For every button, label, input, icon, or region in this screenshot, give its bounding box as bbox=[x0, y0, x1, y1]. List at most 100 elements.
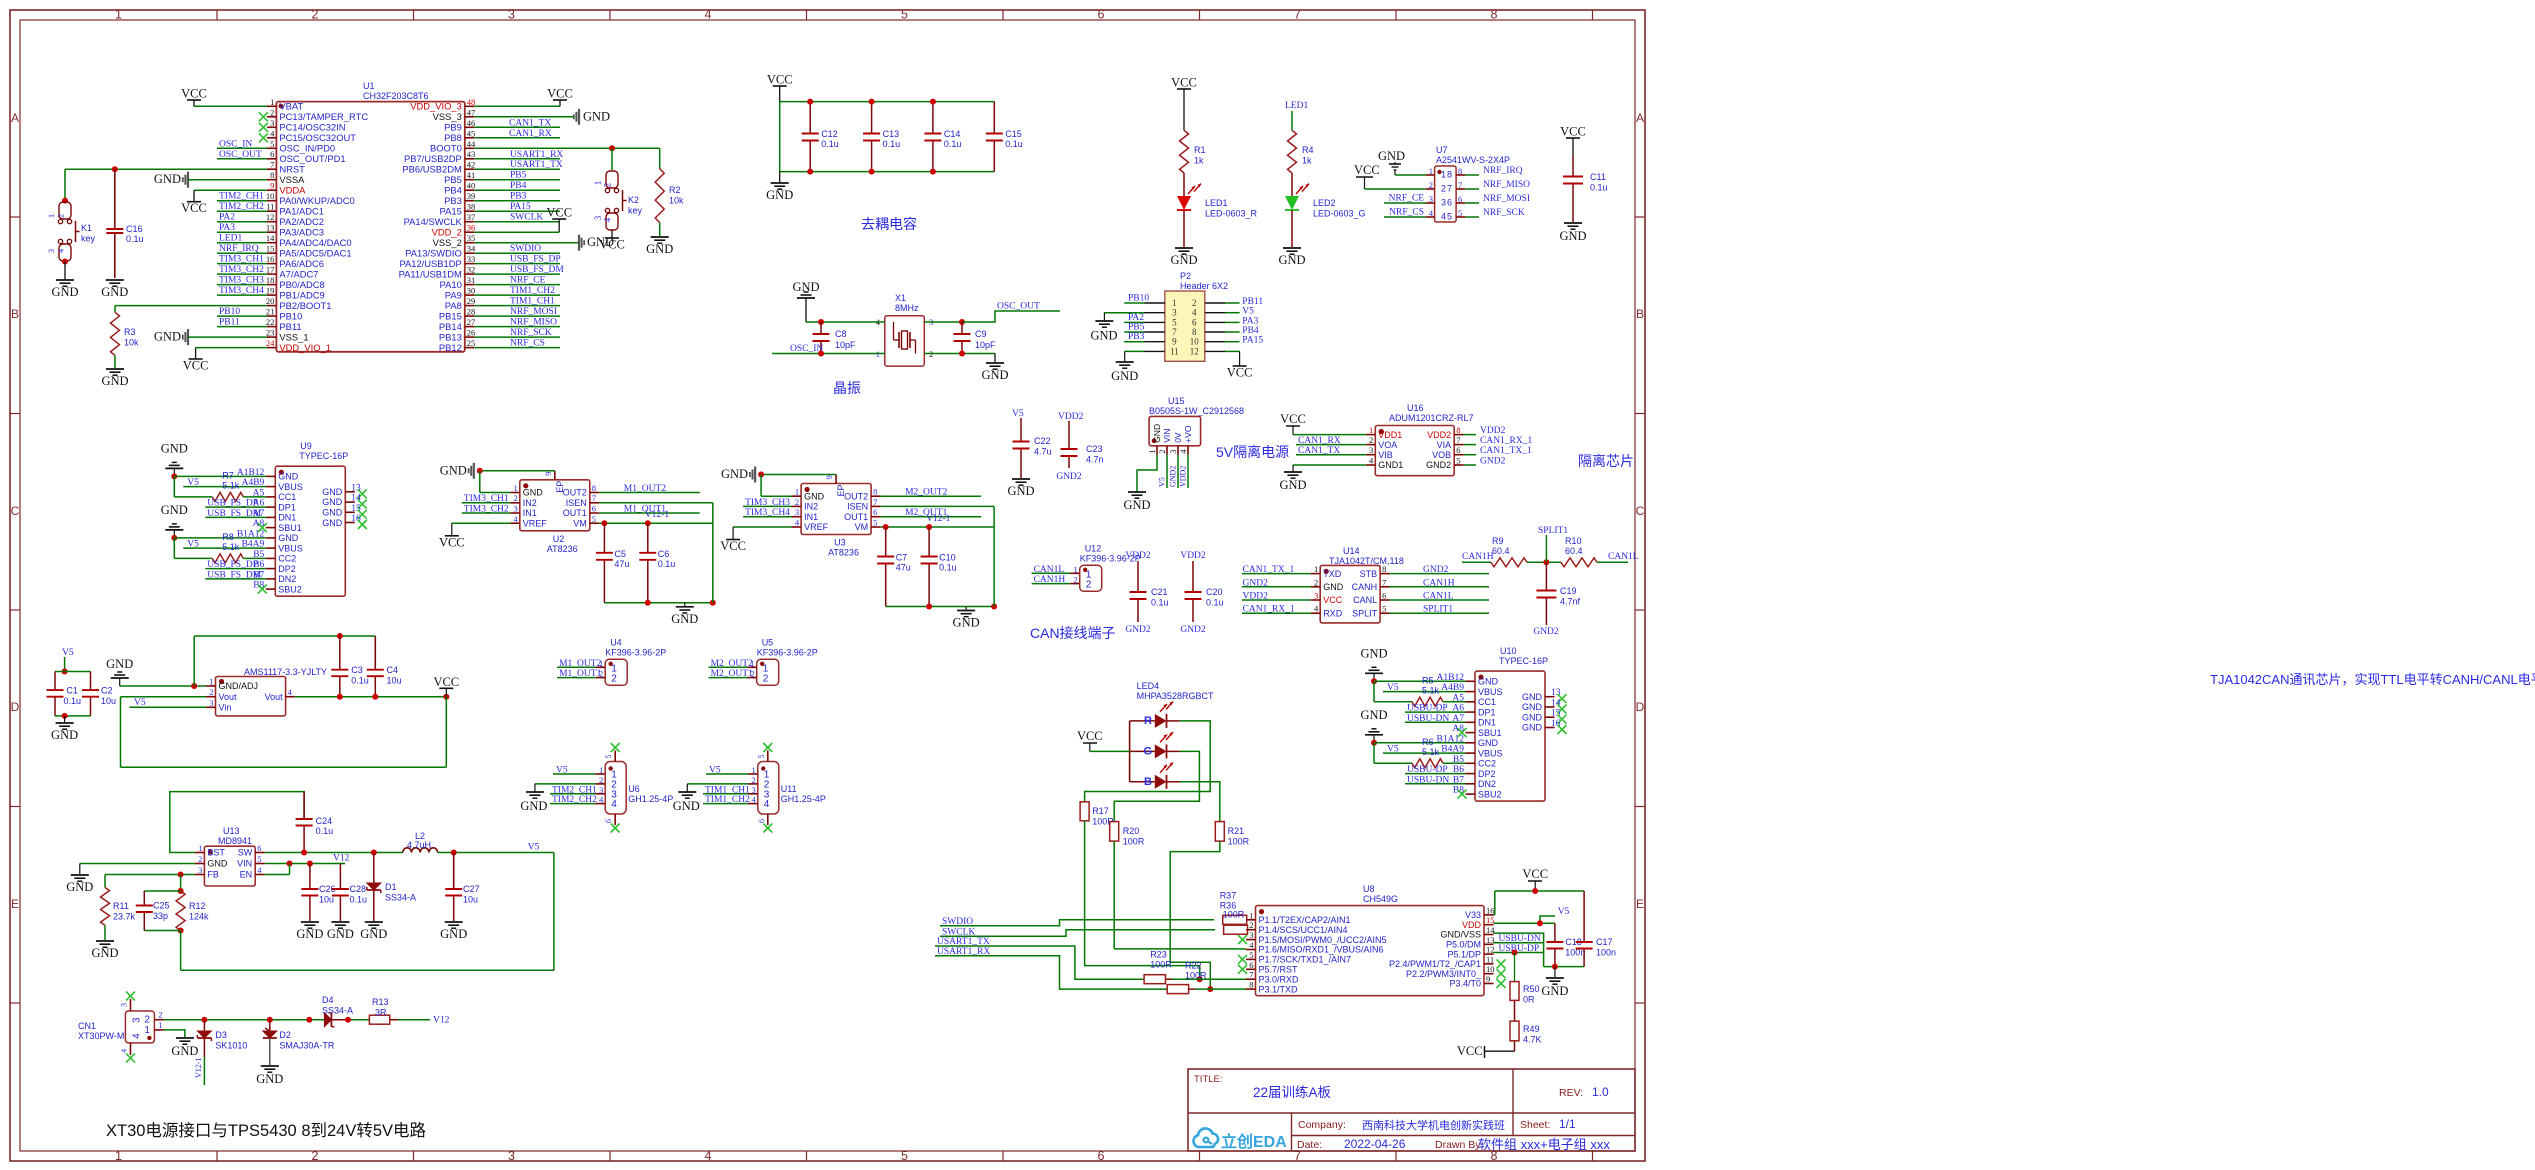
svg-text:4: 4 bbox=[764, 799, 770, 810]
svg-text:A: A bbox=[1636, 111, 1644, 125]
svg-text:1: 1 bbox=[115, 1149, 122, 1163]
svg-text:13: 13 bbox=[266, 223, 275, 233]
svg-text:12: 12 bbox=[1190, 346, 1199, 356]
svg-text:VDDA: VDDA bbox=[279, 184, 306, 195]
svg-text:R20: R20 bbox=[1123, 826, 1140, 836]
svg-text:1.0: 1.0 bbox=[1592, 1085, 1609, 1099]
svg-text:1: 1 bbox=[270, 97, 274, 107]
svg-text:B4A9: B4A9 bbox=[242, 540, 265, 550]
svg-text:PA6/ADC6: PA6/ADC6 bbox=[279, 258, 324, 269]
svg-text:0.1u: 0.1u bbox=[316, 826, 334, 836]
svg-text:L2: L2 bbox=[415, 831, 425, 841]
svg-text:E: E bbox=[11, 897, 19, 911]
svg-text:GND: GND bbox=[106, 657, 133, 671]
svg-text:1: 1 bbox=[795, 487, 799, 497]
svg-text:1: 1 bbox=[752, 765, 756, 775]
svg-text:VCC: VCC bbox=[1077, 729, 1103, 743]
svg-text:39: 39 bbox=[467, 191, 476, 201]
svg-text:GND: GND bbox=[101, 374, 128, 388]
svg-text:USBU-DN: USBU-DN bbox=[1407, 775, 1449, 785]
svg-text:1: 1 bbox=[1429, 166, 1433, 176]
svg-text:PB2/BOOT1: PB2/BOOT1 bbox=[279, 300, 331, 311]
svg-text:NRF_IRQ: NRF_IRQ bbox=[219, 244, 259, 254]
svg-text:R2: R2 bbox=[669, 185, 681, 195]
svg-text:10: 10 bbox=[1486, 964, 1495, 974]
svg-text:1: 1 bbox=[1086, 569, 1092, 580]
svg-text:GH1.25-4P: GH1.25-4P bbox=[781, 794, 826, 804]
svg-text:PB0/ADC8: PB0/ADC8 bbox=[279, 279, 324, 290]
svg-text:9: 9 bbox=[543, 472, 553, 476]
svg-text:PA12/USB1DP: PA12/USB1DP bbox=[399, 258, 461, 269]
svg-text:4: 4 bbox=[1429, 208, 1434, 218]
svg-text:VCC: VCC bbox=[547, 87, 573, 101]
svg-text:C26: C26 bbox=[319, 884, 336, 894]
svg-text:A7: A7 bbox=[1452, 714, 1464, 724]
svg-text:USBU-DP: USBU-DP bbox=[1499, 944, 1540, 954]
svg-text:GND: GND bbox=[1007, 484, 1034, 498]
svg-text:100R: 100R bbox=[1092, 817, 1114, 827]
svg-text:TJA1042T/CM,118: TJA1042T/CM,118 bbox=[1329, 556, 1404, 566]
svg-text:8: 8 bbox=[873, 487, 877, 497]
svg-text:M1_OUT2: M1_OUT2 bbox=[624, 484, 666, 494]
svg-text:+VO: +VO bbox=[1183, 425, 1193, 443]
svg-text:2: 2 bbox=[763, 674, 769, 685]
svg-text:27: 27 bbox=[467, 317, 476, 327]
svg-text:GND/ADJ: GND/ADJ bbox=[219, 681, 259, 691]
svg-text:CAN1H: CAN1H bbox=[1034, 575, 1066, 585]
svg-text:48: 48 bbox=[467, 97, 476, 107]
svg-text:R5: R5 bbox=[1422, 675, 1434, 685]
svg-text:TIM2_CH2: TIM2_CH2 bbox=[219, 202, 264, 212]
svg-text:R50: R50 bbox=[1523, 984, 1540, 994]
svg-text:PA2/ADC2: PA2/ADC2 bbox=[279, 216, 324, 227]
svg-text:5.1k: 5.1k bbox=[1422, 747, 1440, 757]
svg-text:14: 14 bbox=[351, 494, 361, 504]
svg-text:2: 2 bbox=[599, 669, 603, 679]
svg-text:PA3/ADC3: PA3/ADC3 bbox=[279, 226, 324, 237]
svg-text:U2: U2 bbox=[553, 534, 565, 544]
svg-text:0.1u: 0.1u bbox=[126, 234, 144, 244]
svg-text:3: 3 bbox=[132, 1017, 143, 1023]
svg-text:2: 2 bbox=[1369, 435, 1373, 445]
svg-text:U9: U9 bbox=[300, 441, 312, 451]
svg-text:VCC: VCC bbox=[181, 201, 207, 215]
svg-text:5: 5 bbox=[1456, 456, 1460, 466]
svg-text:Vin: Vin bbox=[219, 703, 232, 713]
svg-text:GND: GND bbox=[91, 946, 118, 960]
svg-text:U16: U16 bbox=[1407, 403, 1424, 413]
svg-text:USART1_TX: USART1_TX bbox=[937, 937, 990, 947]
svg-text:PA2: PA2 bbox=[1128, 313, 1144, 323]
svg-text:DN1: DN1 bbox=[1478, 718, 1496, 728]
svg-text:1: 1 bbox=[1369, 425, 1373, 435]
svg-text:2: 2 bbox=[1429, 180, 1433, 190]
svg-text:USBU-DN: USBU-DN bbox=[1499, 934, 1541, 944]
svg-text:LED-0603_G: LED-0603_G bbox=[1313, 209, 1366, 219]
svg-text:0.1u: 0.1u bbox=[658, 559, 676, 569]
svg-text:4: 4 bbox=[752, 795, 757, 805]
svg-text:TITLE:: TITLE: bbox=[1194, 1074, 1223, 1085]
svg-text:OSC_OUT: OSC_OUT bbox=[219, 150, 262, 160]
svg-text:R13: R13 bbox=[372, 997, 389, 1007]
svg-text:R: R bbox=[1144, 715, 1152, 727]
svg-text:GND: GND bbox=[1478, 738, 1499, 748]
svg-text:14: 14 bbox=[1486, 925, 1495, 935]
svg-text:CAN1H: CAN1H bbox=[1462, 552, 1494, 562]
svg-text:P3.0/RXD: P3.0/RXD bbox=[1259, 974, 1300, 984]
svg-text:PA1/ADC1: PA1/ADC1 bbox=[279, 205, 324, 216]
svg-text:8: 8 bbox=[1447, 170, 1452, 180]
svg-text:5: 5 bbox=[257, 854, 261, 864]
svg-text:3: 3 bbox=[1172, 308, 1177, 318]
svg-text:VBUS: VBUS bbox=[1478, 748, 1503, 758]
svg-text:2: 2 bbox=[599, 775, 603, 785]
svg-text:CH549G: CH549G bbox=[1363, 894, 1398, 904]
svg-text:16: 16 bbox=[1551, 719, 1561, 729]
svg-text:6: 6 bbox=[592, 504, 596, 514]
svg-text:V12-1: V12-1 bbox=[194, 1058, 203, 1078]
svg-text:4: 4 bbox=[120, 1049, 129, 1053]
svg-text:B1A12: B1A12 bbox=[1437, 734, 1465, 744]
svg-text:1: 1 bbox=[763, 663, 769, 674]
svg-text:6: 6 bbox=[257, 843, 261, 853]
svg-text:3: 3 bbox=[764, 789, 770, 800]
svg-text:PB4: PB4 bbox=[444, 184, 462, 195]
svg-text:3: 3 bbox=[209, 698, 213, 708]
svg-text:PB10: PB10 bbox=[219, 307, 240, 317]
